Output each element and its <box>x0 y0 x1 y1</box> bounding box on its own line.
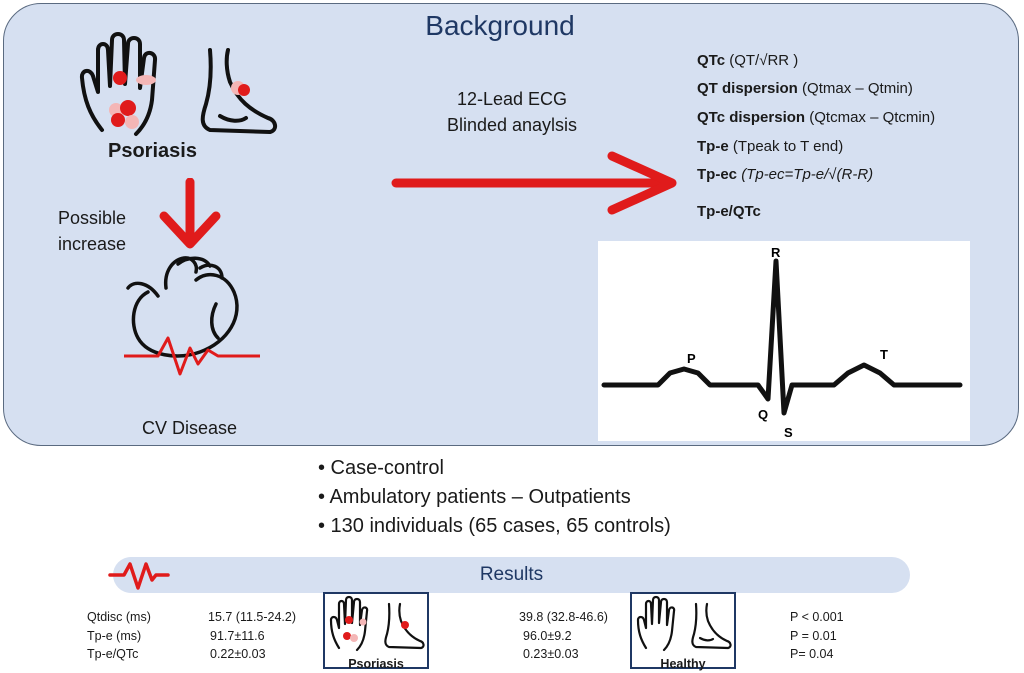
ecg-pulse-icon <box>108 562 170 590</box>
right-arrow-icon <box>391 151 677 215</box>
param-name: QTc dispersion <box>697 109 806 126</box>
param-desc: (QT/√RR ) <box>729 52 799 69</box>
cv-disease-label: CV Disease <box>142 418 238 438</box>
psoriasis-value: 0.22±0.03 <box>210 647 266 661</box>
results-title: Results <box>479 564 544 585</box>
param-name: Tp-e/QTc <box>697 203 761 220</box>
bullet-item: • Ambulatory patients – Outpatients <box>318 486 631 508</box>
wave-label-p: P <box>687 351 696 366</box>
parameter-tp-ec: Tp-ec (Tp-ec=Tp-e/√(R-R) <box>697 166 873 184</box>
param-name: Tp-e <box>697 138 729 155</box>
wave-label-r: R <box>771 245 781 260</box>
param-desc: (Tpeak to T end) <box>732 138 844 155</box>
ecg-method-text: 12-Lead ECG Blinded anaylsis <box>412 86 612 138</box>
result-label: Tp-e (ms) <box>87 629 142 643</box>
psoriasis-value: 15.7 (11.5-24.2) <box>208 610 297 624</box>
healthy-caption: Healthy <box>660 657 706 671</box>
param-desc: (Qtmax – Qtmin) <box>802 80 913 97</box>
ecg-waveform-box: P Q R S T <box>598 241 970 441</box>
possible-increase-label: Possible increase <box>58 208 127 254</box>
wave-label-s: S <box>784 425 793 440</box>
parameter-qtc-dispersion: QTc dispersion (Qtcmax – Qtcmin) <box>697 109 935 127</box>
psoriasis-group-box: Psoriasis <box>323 592 429 671</box>
param-desc: (Tp-ec=Tp-e/√(R-R) <box>741 166 874 183</box>
param-name: QTc <box>697 52 726 69</box>
psoriasis-value: 91.7±11.6 <box>210 629 265 643</box>
parameter-qtc: QTc (QT/√RR ) <box>697 52 798 70</box>
psoriasis-label: Psoriasis <box>108 140 197 162</box>
healthy-value: 96.0±9.2 <box>523 629 572 643</box>
healthy-value: 39.8 (32.8-46.6) <box>519 610 608 624</box>
p-value: P = 0.01 <box>790 629 837 643</box>
parameter-qt-dispersion: QT dispersion (Qtmax – Qtmin) <box>697 80 913 98</box>
healthy-hand-foot-icon <box>636 595 732 652</box>
result-label: Qtdisc (ms) <box>87 610 151 624</box>
result-label: Tp-e/QTc <box>87 647 139 661</box>
healthy-group-box: Healthy <box>630 592 736 671</box>
ecg-method-line1: 12-Lead ECG <box>456 89 568 109</box>
p-value: P= 0.04 <box>790 647 834 661</box>
wave-label-q: Q <box>758 407 768 422</box>
parameter-tp-e-qtc: Tp-e/QTc <box>697 203 761 221</box>
param-name: Tp-ec <box>697 166 738 183</box>
background-title: Background <box>425 10 575 41</box>
healthy-value: 0.23±0.03 <box>523 647 579 661</box>
p-value: P < 0.001 <box>790 610 844 624</box>
param-name: QT dispersion <box>697 80 798 97</box>
ecg-waveform: P Q R S T <box>601 245 963 440</box>
param-desc: (Qtcmax – Qtcmin) <box>809 109 936 126</box>
down-arrow-icon <box>159 178 221 249</box>
results-bar <box>113 557 910 593</box>
bullet-item: • 130 individuals (65 cases, 65 controls… <box>318 515 671 537</box>
parameter-tp-e: Tp-e (Tpeak to T end) <box>697 138 843 156</box>
psoriasis-hand-foot-icon <box>329 595 425 652</box>
bullet-item: • Case-control <box>318 457 444 479</box>
wave-label-t: T <box>880 347 888 362</box>
psoriasis-caption: Psoriasis <box>348 657 404 671</box>
heart-icon <box>124 256 260 376</box>
ecg-method-line2: Blinded anaylsis <box>446 115 578 135</box>
psoriasis-hand-foot-icon <box>79 32 277 136</box>
